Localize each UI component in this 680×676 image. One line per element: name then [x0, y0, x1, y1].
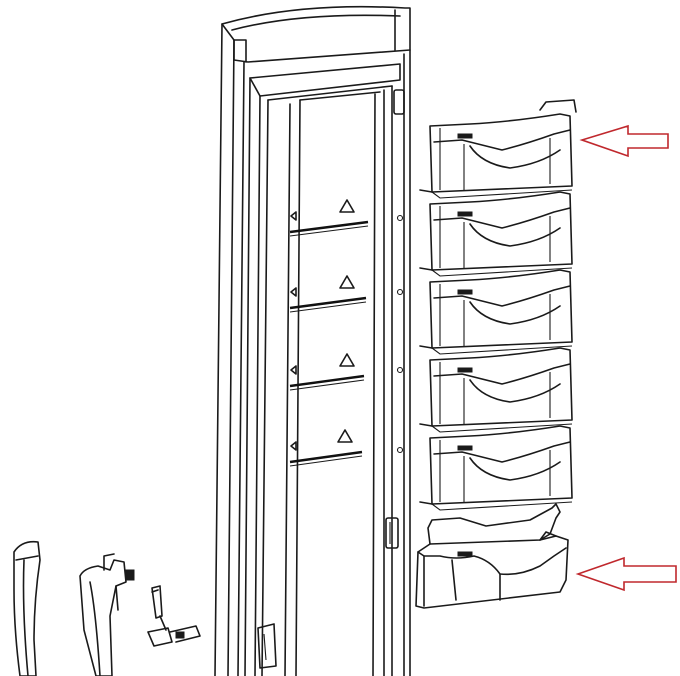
- door-bin: [419, 347, 573, 433]
- door-bin: [419, 269, 573, 355]
- arrow-top-bin: [579, 124, 669, 158]
- liner-rail-1: [289, 199, 369, 237]
- door-liner: [289, 199, 369, 467]
- replacement-bin: [415, 503, 569, 609]
- arrow-replacement-bin: [575, 556, 677, 592]
- liner-rail-2: [289, 275, 367, 313]
- door-bin-stack: [419, 99, 577, 511]
- liner-rail-3: [289, 353, 365, 391]
- door-bin: [419, 113, 573, 199]
- hinge-bracket: [79, 553, 135, 676]
- liner-rail-4: [289, 429, 363, 467]
- bin-back-tab: [539, 99, 577, 113]
- hinge-pin: [147, 585, 201, 647]
- door-frame: [214, 5, 411, 676]
- door-handle: [13, 540, 41, 676]
- door-bin: [419, 425, 573, 511]
- door-bin: [419, 191, 573, 277]
